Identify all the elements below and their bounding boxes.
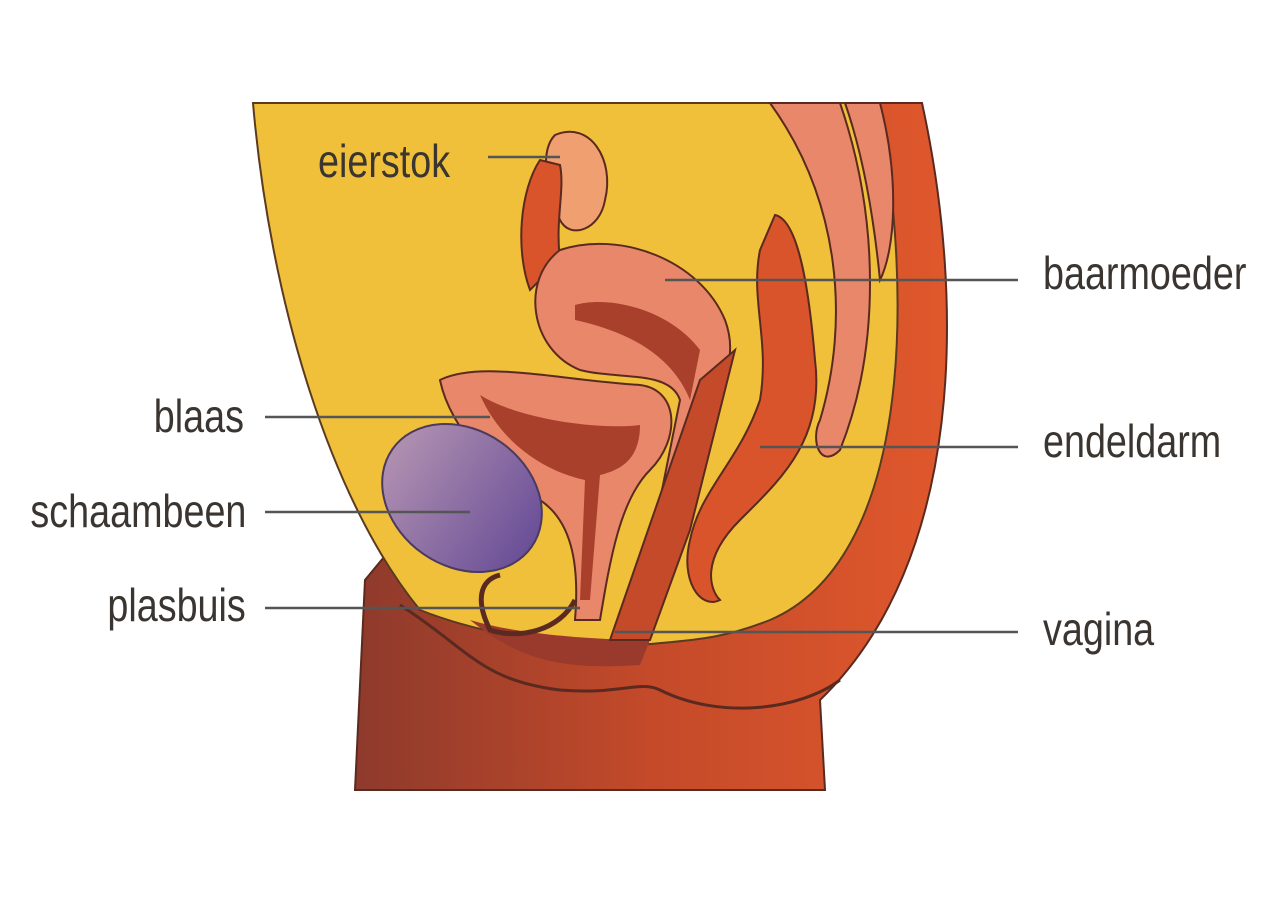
label-vagina: vagina bbox=[1043, 603, 1155, 655]
label-plasbuis: plasbuis bbox=[107, 579, 246, 631]
uterine-cavity bbox=[575, 302, 700, 400]
label-blaas: blaas bbox=[153, 390, 244, 442]
label-eierstok: eierstok bbox=[318, 135, 451, 187]
label-baarmoeder: baarmoeder bbox=[1043, 247, 1247, 299]
label-endeldarm: endeldarm bbox=[1043, 415, 1222, 467]
pelvic-floor-line bbox=[399, 603, 841, 710]
urethra bbox=[478, 572, 578, 637]
bladder-cavity bbox=[480, 395, 640, 600]
spine-band bbox=[768, 102, 871, 458]
vagina-canal bbox=[608, 347, 737, 641]
rectum bbox=[686, 213, 818, 603]
label-schaambeen: schaambeen bbox=[30, 485, 246, 537]
pubic-bone bbox=[381, 422, 543, 574]
